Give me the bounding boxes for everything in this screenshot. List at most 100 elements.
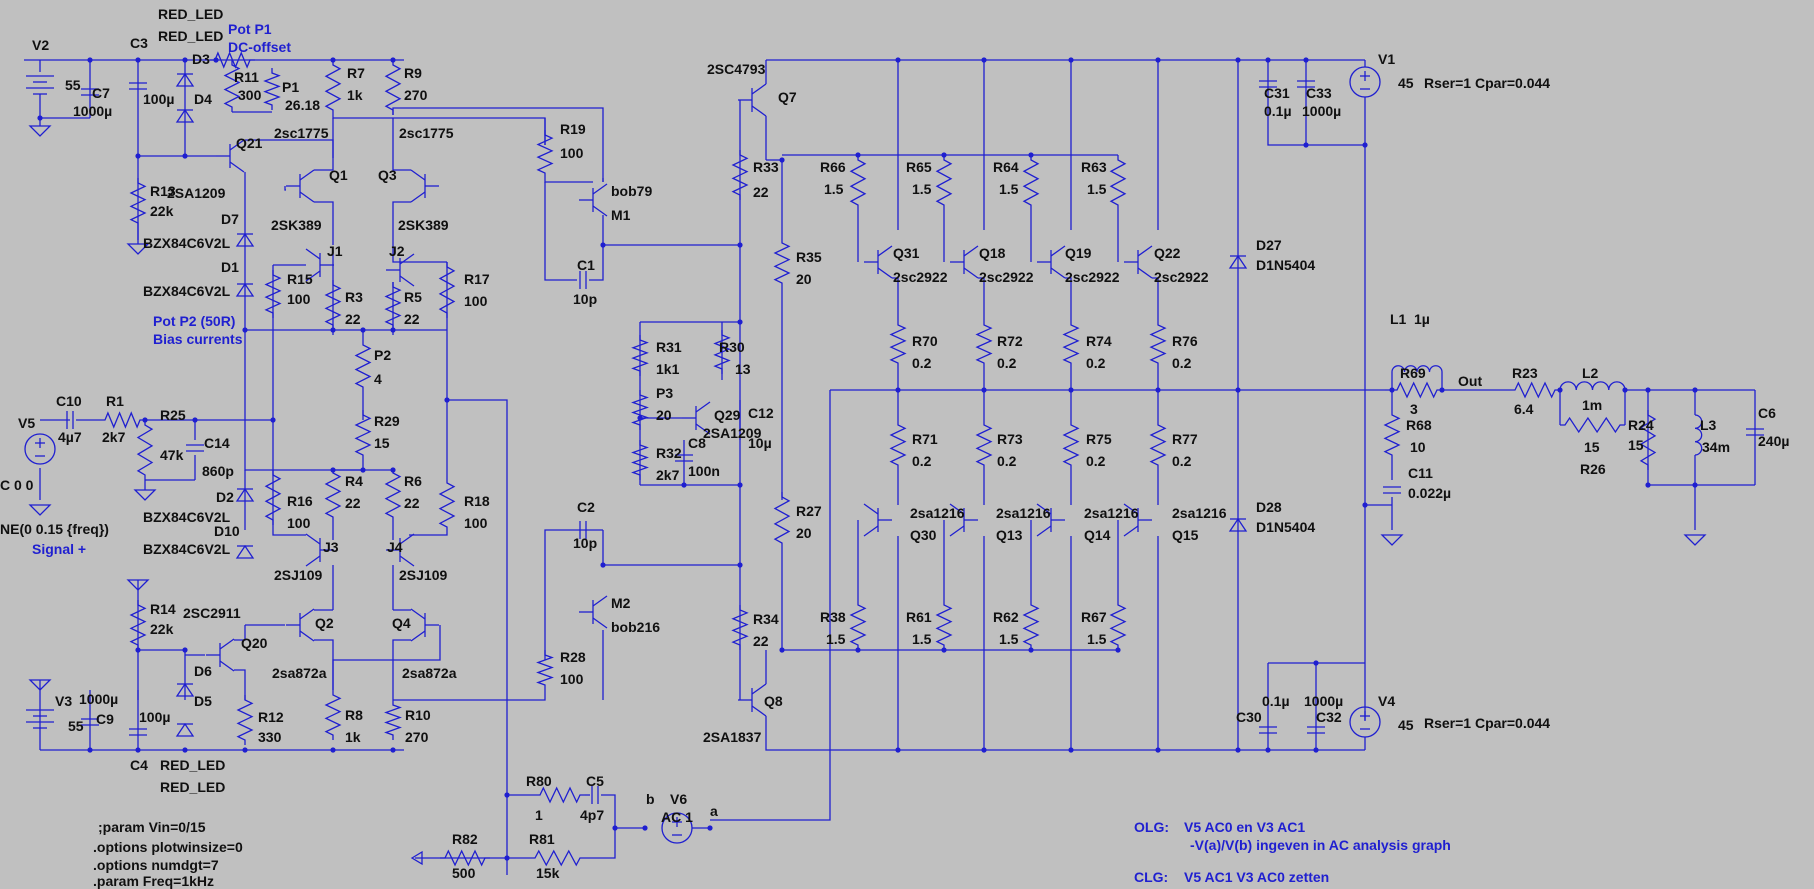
R27[interactable] [773, 492, 791, 548]
C6[interactable] [1746, 428, 1764, 436]
R1[interactable] [100, 411, 145, 429]
R63[interactable] [1109, 155, 1127, 210]
R7[interactable] [324, 60, 342, 115]
R25[interactable] [136, 420, 154, 480]
M2[interactable] [579, 595, 608, 629]
Q19[interactable] [1037, 245, 1066, 279]
R70[interactable] [889, 320, 907, 368]
R68[interactable] [1383, 410, 1401, 460]
V1-source[interactable] [1349, 66, 1381, 98]
R3[interactable] [324, 280, 342, 330]
R71[interactable] [889, 420, 907, 470]
R66[interactable] [849, 155, 867, 210]
Q18[interactable] [950, 245, 979, 279]
R19[interactable] [536, 130, 554, 178]
D10[interactable] [235, 544, 255, 559]
Q30[interactable] [863, 503, 892, 537]
R81[interactable] [530, 849, 585, 867]
R8[interactable] [324, 690, 342, 740]
Q4[interactable] [410, 608, 439, 642]
C10[interactable] [66, 411, 74, 429]
D3[interactable] [175, 72, 195, 87]
R18[interactable] [438, 478, 456, 532]
R29[interactable] [354, 410, 372, 460]
R10[interactable] [384, 700, 402, 740]
R75[interactable] [1062, 420, 1080, 470]
R35[interactable] [773, 238, 791, 288]
R28[interactable] [536, 650, 554, 690]
Q31[interactable] [864, 245, 893, 279]
P2[interactable] [354, 340, 372, 392]
Q21[interactable] [216, 139, 245, 173]
R34[interactable] [731, 605, 749, 650]
Q15[interactable] [1123, 503, 1152, 537]
M1[interactable] [579, 183, 608, 217]
R80[interactable] [535, 786, 585, 804]
R61[interactable] [935, 600, 953, 650]
R16[interactable] [264, 470, 282, 525]
D5[interactable] [175, 722, 195, 737]
C3[interactable] [129, 82, 147, 90]
R31[interactable] [631, 335, 649, 376]
L1[interactable] [1391, 365, 1443, 373]
C1[interactable] [579, 271, 587, 289]
D6[interactable] [175, 682, 195, 697]
J3[interactable] [305, 533, 334, 567]
P3[interactable] [631, 390, 649, 430]
C31[interactable] [1259, 80, 1277, 88]
R30[interactable] [713, 330, 731, 374]
D7[interactable] [235, 232, 255, 247]
R32[interactable] [631, 440, 649, 480]
Q20[interactable] [206, 638, 235, 672]
Q8[interactable] [738, 683, 767, 717]
R11-body[interactable] [223, 60, 241, 112]
C33[interactable] [1297, 80, 1315, 88]
R17[interactable] [438, 262, 456, 318]
R77[interactable] [1149, 420, 1167, 470]
P1[interactable] [263, 68, 281, 110]
R33[interactable] [731, 150, 749, 200]
C9[interactable] [81, 718, 99, 726]
Q3[interactable] [410, 169, 439, 203]
D27[interactable] [1228, 254, 1248, 269]
V2-battery[interactable] [26, 75, 54, 95]
C30[interactable] [1259, 726, 1277, 734]
D28[interactable] [1228, 517, 1248, 532]
R62[interactable] [1022, 600, 1040, 650]
R73[interactable] [975, 420, 993, 470]
C5[interactable] [591, 786, 599, 804]
R14[interactable] [129, 600, 147, 650]
Q22[interactable] [1124, 245, 1153, 279]
C32[interactable] [1307, 726, 1325, 734]
R9[interactable] [384, 60, 402, 115]
C7[interactable] [81, 88, 99, 96]
R26[interactable] [1560, 416, 1625, 434]
L3[interactable] [1694, 414, 1703, 456]
J1[interactable] [305, 248, 334, 282]
R12[interactable] [236, 695, 254, 745]
R38[interactable] [849, 600, 867, 650]
C2[interactable] [579, 521, 587, 539]
Q14[interactable] [1036, 503, 1065, 537]
R24[interactable] [1639, 410, 1657, 470]
V5-source[interactable] [24, 433, 56, 465]
Q13[interactable] [949, 503, 978, 537]
V6-source[interactable] [661, 812, 693, 844]
C8[interactable] [675, 454, 693, 462]
R64[interactable] [1022, 155, 1040, 210]
R67[interactable] [1109, 600, 1127, 650]
R4[interactable] [324, 468, 342, 522]
C4[interactable] [129, 728, 147, 736]
D4[interactable] [175, 108, 195, 123]
R13[interactable] [129, 178, 147, 228]
V3-battery[interactable] [26, 709, 54, 729]
R5[interactable] [384, 282, 402, 330]
R74[interactable] [1062, 320, 1080, 368]
R15[interactable] [264, 270, 282, 318]
R65[interactable] [935, 155, 953, 210]
R72[interactable] [975, 320, 993, 368]
L2[interactable] [1559, 381, 1626, 391]
Q1[interactable] [286, 169, 315, 203]
J4[interactable] [386, 533, 415, 567]
